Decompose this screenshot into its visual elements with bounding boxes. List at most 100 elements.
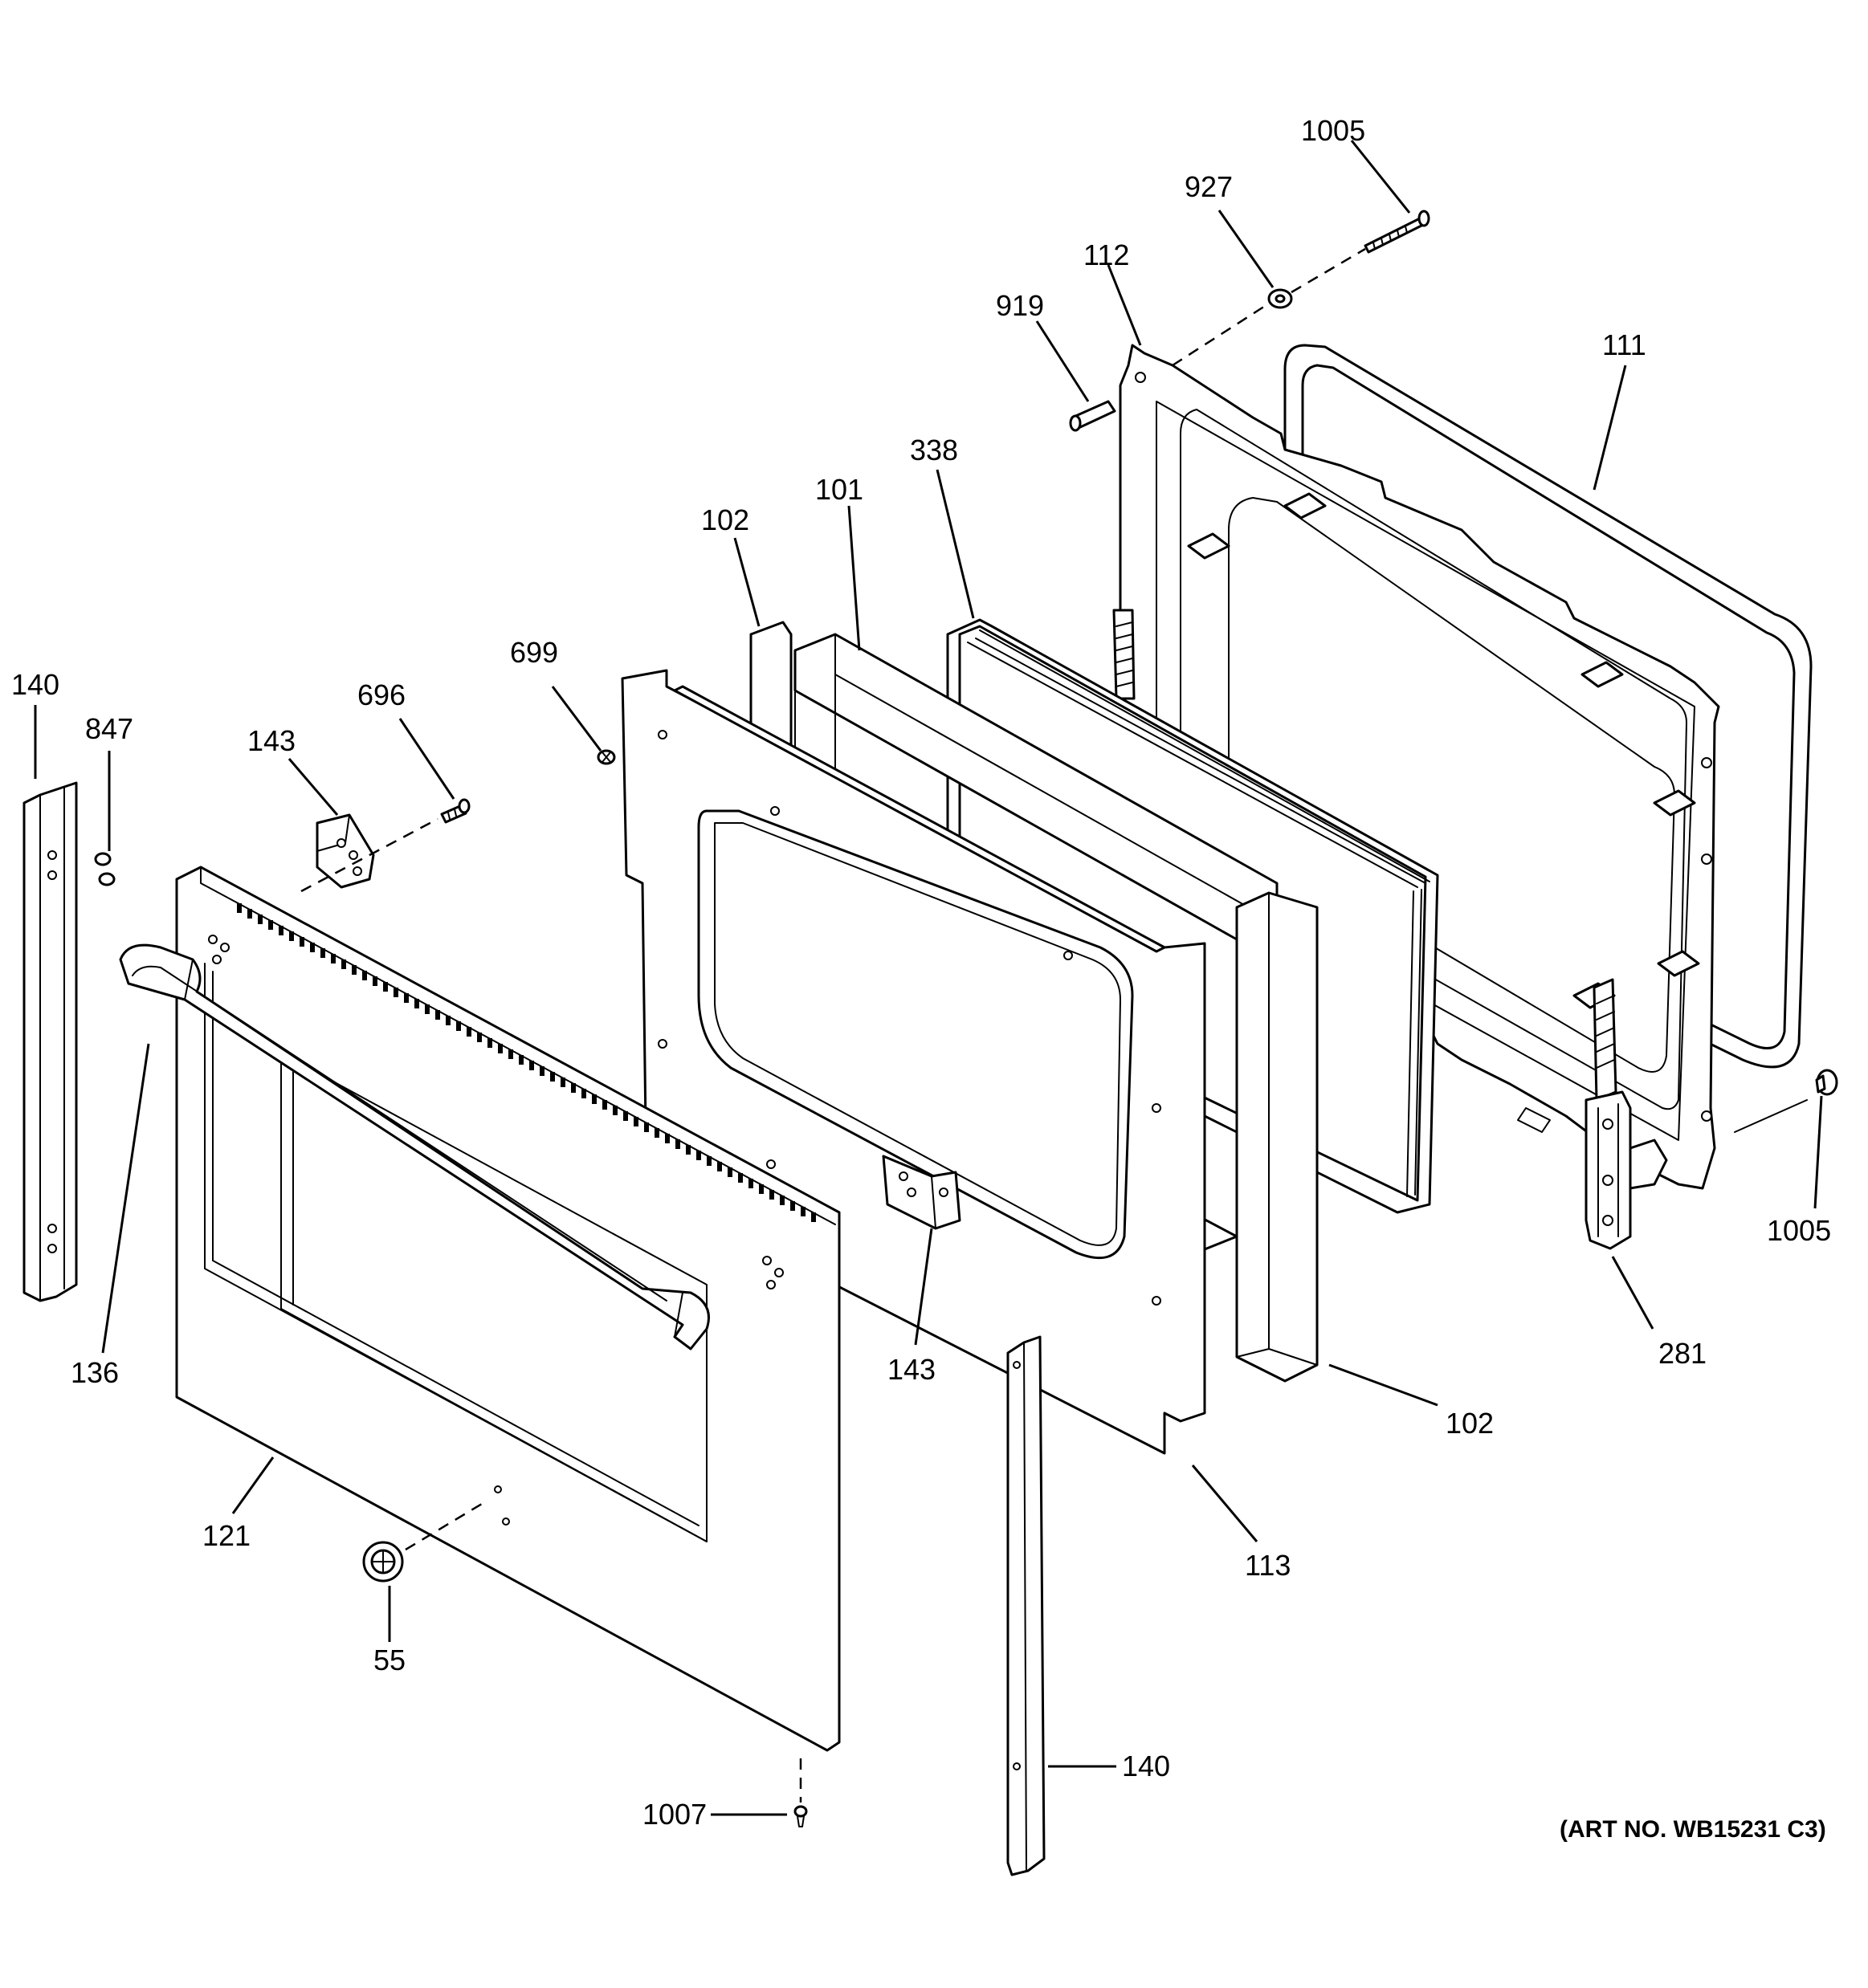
callout-111: 111 <box>1602 328 1646 361</box>
vent-slot <box>790 1201 795 1211</box>
callout-699: 699 <box>510 636 558 669</box>
vent-slot <box>446 1016 451 1025</box>
vent-slot <box>508 1049 513 1059</box>
vent-slot <box>759 1184 764 1194</box>
vent-slot <box>394 988 398 997</box>
knob-part-55 <box>362 1541 404 1583</box>
vent-slot <box>373 976 377 986</box>
assembly-line-696 <box>300 817 438 893</box>
vent-slot <box>279 926 283 935</box>
vent-slot <box>487 1038 492 1048</box>
vent-slot <box>780 1196 785 1205</box>
screws-part-847 <box>94 852 116 886</box>
callout-281: 281 <box>1658 1337 1707 1370</box>
door-liner-part-113 <box>621 669 1206 1455</box>
vent-slot <box>728 1167 732 1177</box>
vent-slot <box>696 1151 701 1160</box>
vent-slot <box>540 1066 544 1076</box>
vent-slot <box>571 1083 576 1093</box>
vent-slot <box>331 954 336 963</box>
leader-lines <box>34 140 1823 1816</box>
callout-136: 136 <box>71 1356 119 1389</box>
vent-slot <box>352 965 357 975</box>
vent-slot <box>519 1055 524 1065</box>
hinge-part-281 <box>1585 978 1668 1250</box>
callout-labels: 1005 927 112 919 111 338 101 102 699 140… <box>11 114 1831 1843</box>
vent-slot <box>738 1173 743 1183</box>
screw-part-699 <box>597 749 616 765</box>
screw-part-696 <box>440 798 471 824</box>
screw-part-1005-top <box>1364 210 1430 254</box>
callout-1005-right: 1005 <box>1767 1214 1831 1247</box>
callout-102-right: 102 <box>1446 1407 1494 1440</box>
vent-slot <box>665 1134 670 1143</box>
art-number: (ART NO. WB15231 C3) <box>1560 1816 1826 1843</box>
vent-slot <box>581 1089 586 1098</box>
callout-847: 847 <box>85 712 133 745</box>
side-rail-part-140-bottom <box>1006 1335 1046 1876</box>
callout-121: 121 <box>202 1519 251 1552</box>
callout-113: 113 <box>1245 1549 1291 1582</box>
vent-slot <box>634 1117 638 1126</box>
vent-slot <box>748 1179 753 1188</box>
vent-slot <box>561 1078 565 1087</box>
vent-slot <box>320 948 325 958</box>
vent-slot <box>550 1072 555 1082</box>
callout-102-top: 102 <box>701 503 749 536</box>
vent-slot <box>456 1021 461 1031</box>
vent-slots <box>237 903 816 1222</box>
vent-slot <box>801 1207 806 1216</box>
assembly-line-knob <box>405 1500 487 1551</box>
bracket-part-143-left <box>316 813 375 889</box>
screw-part-1005-right <box>1815 1069 1838 1096</box>
vent-slot <box>623 1111 628 1121</box>
vent-slot <box>769 1190 774 1200</box>
vent-slot <box>435 1010 440 1020</box>
insulation-part-102-right-block <box>1235 891 1319 1383</box>
side-rail-part-140-left <box>22 781 78 1302</box>
callout-919: 919 <box>996 289 1044 322</box>
vent-slot <box>247 909 252 919</box>
vent-slot <box>404 993 409 1003</box>
callout-55: 55 <box>373 1644 406 1676</box>
callout-140-left: 140 <box>11 668 59 701</box>
washer-part-927 <box>1267 288 1293 309</box>
callout-101: 101 <box>815 473 863 506</box>
callout-696: 696 <box>357 678 406 711</box>
vent-slot <box>644 1122 649 1132</box>
assembly-line-right <box>1734 1099 1808 1133</box>
door-gasket-part-111 <box>1283 344 1813 1069</box>
callout-1007: 1007 <box>642 1798 707 1831</box>
vent-slot <box>300 937 304 947</box>
callout-1005-top: 1005 <box>1301 114 1365 147</box>
callout-143-left: 143 <box>247 724 296 757</box>
screw-part-1007 <box>793 1805 808 1827</box>
hinge-spring-left <box>1112 609 1136 700</box>
callout-140-bottom: 140 <box>1122 1750 1170 1782</box>
vent-slot <box>258 915 263 924</box>
vent-slot <box>237 903 242 913</box>
vent-slot <box>414 999 419 1008</box>
vent-slot <box>498 1044 503 1053</box>
vent-slot <box>477 1033 482 1042</box>
door-handle-part-136 <box>119 943 710 1350</box>
vent-slot <box>362 971 367 980</box>
vent-slot <box>592 1094 597 1104</box>
vent-slot <box>383 982 388 992</box>
vent-slot <box>467 1027 471 1037</box>
vent-slot <box>717 1162 722 1171</box>
vent-slot <box>686 1145 691 1155</box>
inner-door-frame-part-112 <box>1119 344 1720 1190</box>
vent-slot <box>529 1061 534 1070</box>
callout-338: 338 <box>910 434 958 466</box>
vent-slot <box>675 1139 680 1149</box>
vent-slot <box>602 1100 607 1110</box>
vent-slot <box>289 931 294 941</box>
vent-slot <box>613 1106 618 1115</box>
callout-143-mid: 143 <box>887 1353 936 1386</box>
bracket-part-143-mid <box>882 1155 961 1230</box>
vent-slot <box>341 959 346 969</box>
vent-slot <box>811 1212 816 1222</box>
assembly-line-top <box>1172 247 1366 367</box>
